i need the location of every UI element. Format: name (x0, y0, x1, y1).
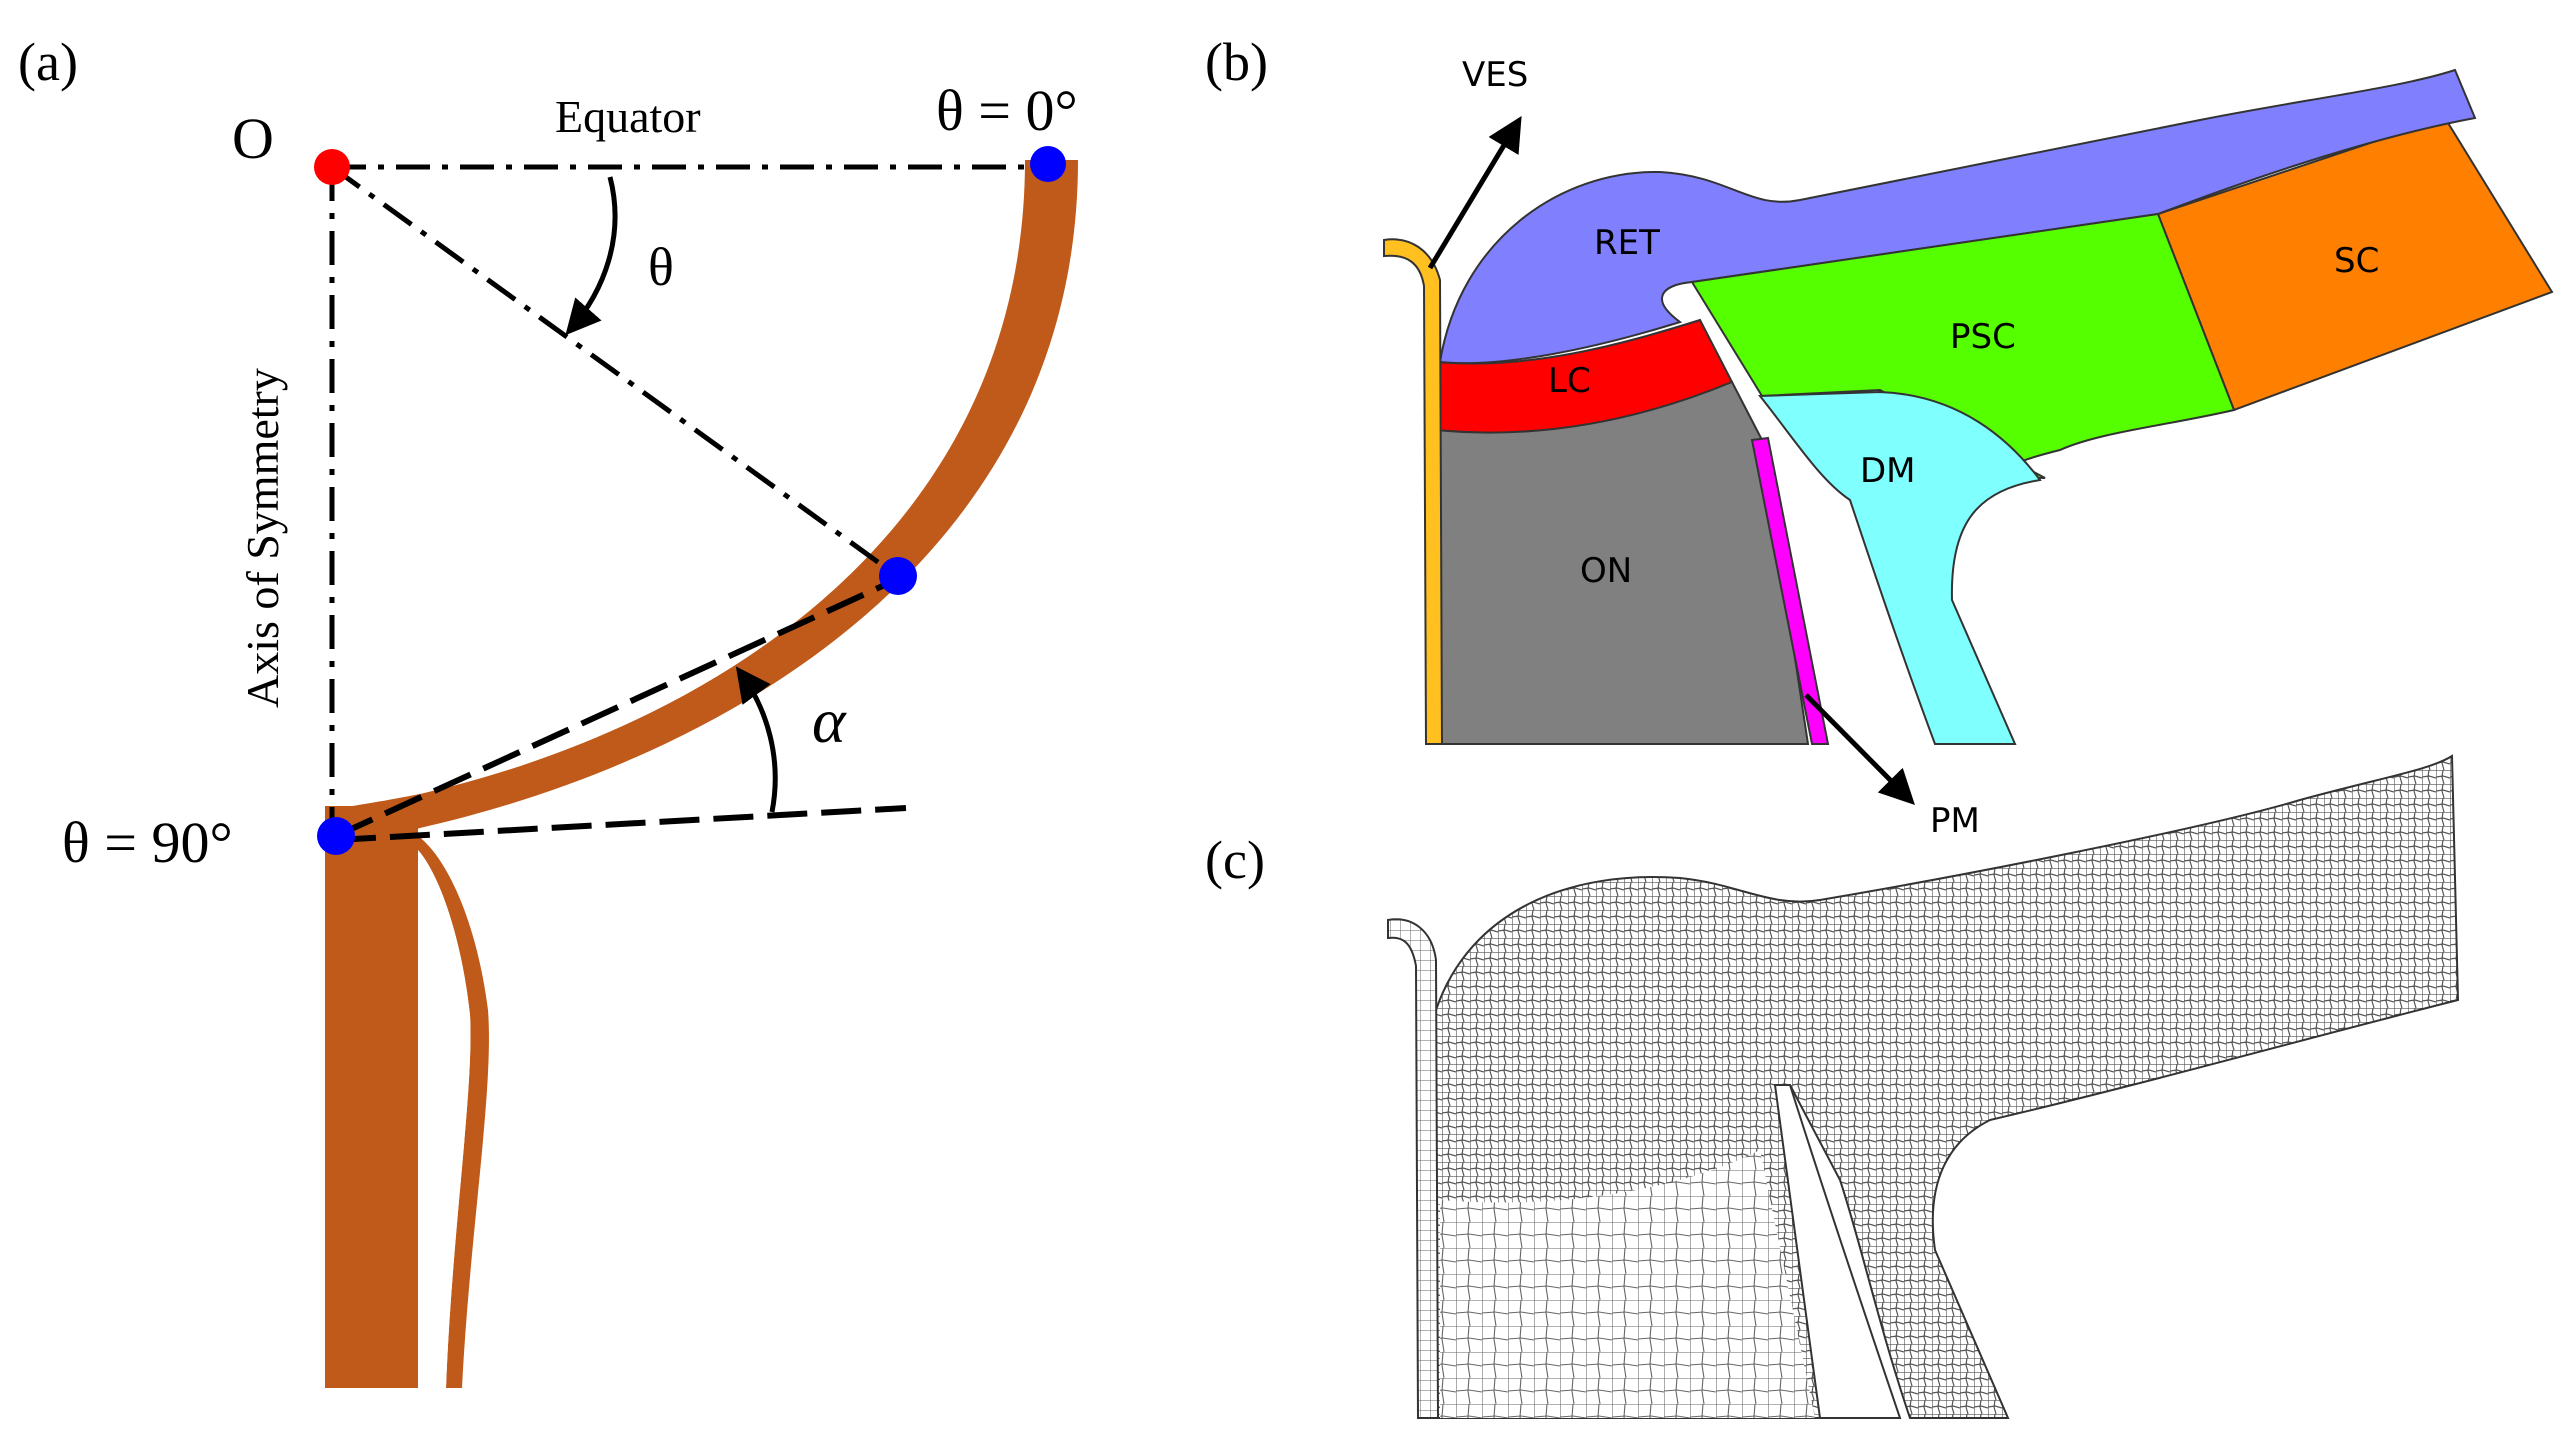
optic-nerve-stalk (325, 806, 418, 1388)
panel-c-label: (c) (1205, 830, 1265, 890)
panel-b: (b) RET LC PSC SC DM ON VES PM (1205, 32, 2554, 841)
alpha-arc-arrow (735, 666, 778, 813)
region-ves (1383, 238, 1444, 745)
alpha-line-upper (334, 575, 902, 839)
radial-line (330, 164, 902, 581)
mesh-optic-nerve (1440, 1150, 1815, 1418)
panel-b-label: (b) (1205, 32, 1268, 92)
label-on: ON (1580, 551, 1632, 591)
region-ret (1438, 68, 2477, 365)
region-dm (1757, 390, 2042, 745)
theta-arc-arrow (565, 176, 618, 336)
theta90-label: θ = 90° (62, 810, 233, 875)
mesh-gap (1773, 1084, 1902, 1419)
ves-arrow (1427, 116, 1522, 270)
label-sc: SC (2334, 241, 2379, 281)
origin-label: O (232, 106, 274, 171)
mid-marker (879, 557, 917, 595)
label-ret: RET (1594, 223, 1660, 263)
mesh-vessel-column (1387, 918, 1440, 1419)
label-dm: DM (1860, 451, 1916, 491)
label-psc: PSC (1950, 317, 2016, 357)
panel-a-label: (a) (18, 32, 78, 92)
pm-arrow (1804, 693, 1915, 805)
theta90-marker (317, 817, 355, 855)
axis-of-symmetry-label: Axis of Symmetry (237, 368, 288, 708)
sclera-shell (332, 160, 1078, 856)
alpha-label: α (812, 685, 847, 756)
label-ves: VES (1462, 55, 1528, 95)
dura-strand (418, 836, 489, 1388)
panel-a: (a) O Equator θ θ = 0° θ = 90° Axis of S… (18, 32, 1078, 1388)
theta-label: θ (648, 237, 674, 297)
alpha-line-lower (335, 805, 907, 843)
panel-c: (c) (1205, 754, 2460, 1419)
label-pm: PM (1930, 801, 1980, 841)
theta0-label: θ = 0° (936, 78, 1078, 143)
region-pm (1750, 436, 1830, 745)
region-on (1435, 380, 1810, 745)
theta0-marker (1030, 146, 1066, 182)
label-lc: LC (1548, 361, 1591, 401)
origin-marker (314, 149, 350, 185)
equator-label: Equator (555, 91, 701, 142)
